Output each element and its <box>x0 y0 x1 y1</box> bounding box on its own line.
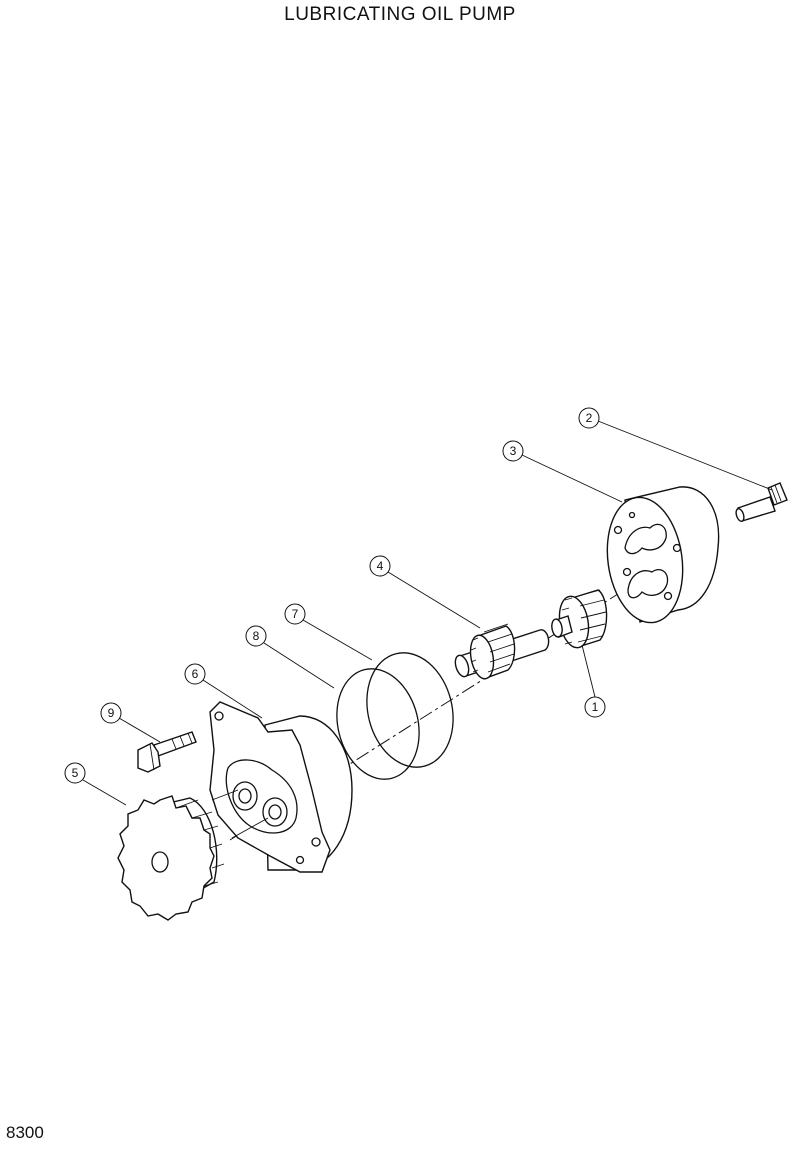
callout-5-label: 5 <box>72 766 79 780</box>
callout-3: 3 <box>502 440 524 462</box>
callout-9-label: 9 <box>108 706 115 720</box>
callout-6: 6 <box>184 663 206 685</box>
o-ring-inner-part <box>336 668 420 780</box>
cover-bolt-part <box>735 482 788 522</box>
leader-lines <box>82 420 773 806</box>
callout-8: 8 <box>245 625 267 647</box>
callout-8-label: 8 <box>253 629 260 643</box>
page-title: LUBRICATING OIL PUMP <box>284 4 516 25</box>
callout-1: 1 <box>584 696 606 718</box>
drive-gear-part <box>551 589 608 649</box>
o-ring-outer-part <box>366 652 454 768</box>
pump-cover-part <box>606 486 720 624</box>
idler-gear-part <box>117 795 225 921</box>
pump-body-part <box>209 701 353 873</box>
callout-7-label: 7 <box>292 607 299 621</box>
callout-3-label: 3 <box>510 444 517 458</box>
callout-5: 5 <box>64 762 86 784</box>
callout-6-label: 6 <box>192 667 199 681</box>
callout-1-label: 1 <box>592 700 599 714</box>
callout-2-label: 2 <box>586 411 593 425</box>
callout-9: 9 <box>100 702 122 724</box>
driven-shaft-gear-part <box>454 623 550 680</box>
callout-4-label: 4 <box>377 559 384 573</box>
callout-4: 4 <box>369 555 391 577</box>
callout-2: 2 <box>578 407 600 429</box>
body-bolt-part <box>137 731 197 773</box>
callout-7: 7 <box>284 603 306 625</box>
page-number: 8300 <box>6 1123 44 1142</box>
